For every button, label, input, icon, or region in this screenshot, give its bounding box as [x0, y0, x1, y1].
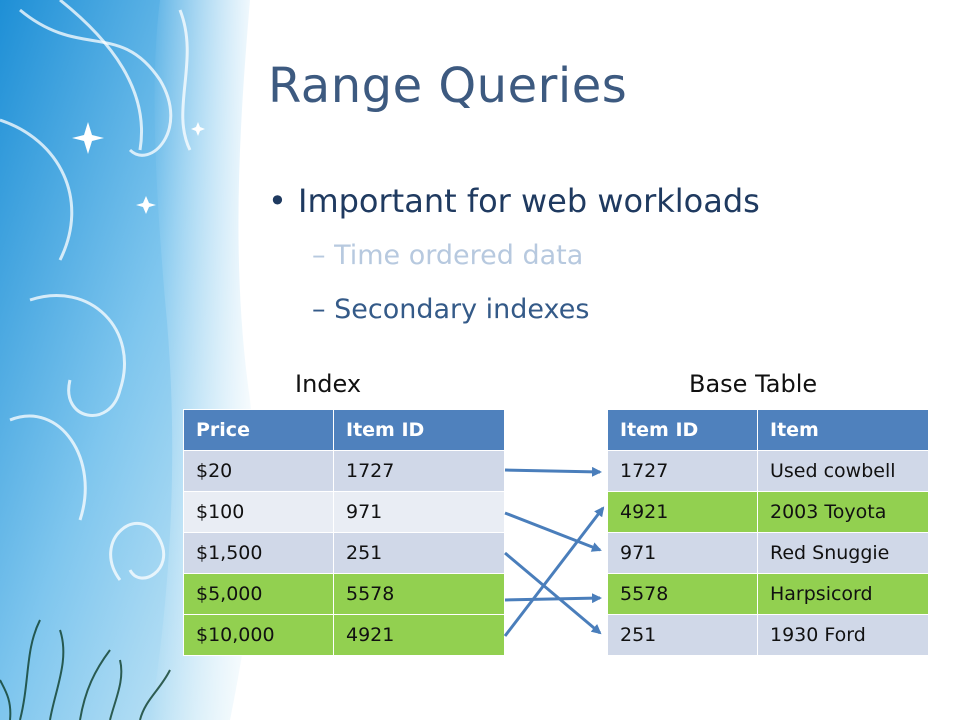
- price-cell: $20: [183, 450, 334, 492]
- column-header-item-id: Item ID: [607, 409, 758, 451]
- sub-bullet-text: Time ordered data: [334, 240, 584, 271]
- table-row: $1,500 251: [183, 532, 505, 574]
- item-cell: 2003 Toyota: [757, 491, 929, 533]
- sub-bullet-item: – Secondary indexes: [312, 294, 590, 325]
- table-row: 1727 Used cowbell: [607, 450, 929, 492]
- bullet-item: • Important for web workloads: [268, 182, 760, 220]
- bullet-dot-icon: •: [268, 182, 287, 220]
- table-header-row: Item ID Item: [607, 409, 929, 451]
- price-cell: $1,500: [183, 532, 334, 574]
- item-id-cell: 4921: [607, 491, 758, 533]
- item-cell: Used cowbell: [757, 450, 929, 492]
- table-row: 4921 2003 Toyota: [607, 491, 929, 533]
- item-id-cell: 1727: [333, 450, 505, 492]
- item-cell: Harpsicord: [757, 573, 929, 615]
- item-id-cell: 251: [333, 532, 505, 574]
- table-row: $20 1727: [183, 450, 505, 492]
- item-cell: 1930 Ford: [757, 614, 929, 656]
- item-id-cell: 971: [333, 491, 505, 533]
- item-id-cell: 971: [607, 532, 758, 574]
- item-id-cell: 1727: [607, 450, 758, 492]
- item-id-cell: 4921: [333, 614, 505, 656]
- item-cell: Red Snuggie: [757, 532, 929, 574]
- index-table: Price Item ID $20 1727 $100 971 $1,500 2…: [183, 409, 505, 656]
- base-table-caption: Base Table: [689, 370, 818, 398]
- table-row: 971 Red Snuggie: [607, 532, 929, 574]
- sub-bullet-item: – Time ordered data: [312, 240, 584, 271]
- item-id-cell: 251: [607, 614, 758, 656]
- table-header-row: Price Item ID: [183, 409, 505, 451]
- table-row: $10,000 4921: [183, 614, 505, 656]
- sub-bullet-text: Secondary indexes: [334, 294, 590, 325]
- index-table-caption: Index: [295, 370, 362, 398]
- item-id-cell: 5578: [333, 573, 505, 615]
- item-id-cell: 5578: [607, 573, 758, 615]
- column-header-item-id: Item ID: [333, 409, 505, 451]
- base-table: Item ID Item 1727 Used cowbell 4921 2003…: [607, 409, 929, 656]
- table-row: $100 971: [183, 491, 505, 533]
- table-row: 251 1930 Ford: [607, 614, 929, 656]
- price-cell: $10,000: [183, 614, 334, 656]
- price-cell: $100: [183, 491, 334, 533]
- price-cell: $5,000: [183, 573, 334, 615]
- column-header-price: Price: [183, 409, 334, 451]
- slide-title: Range Queries: [268, 58, 628, 114]
- table-row: $5,000 5578: [183, 573, 505, 615]
- column-header-item: Item: [757, 409, 929, 451]
- table-row: 5578 Harpsicord: [607, 573, 929, 615]
- bullet-text: Important for web workloads: [298, 182, 760, 220]
